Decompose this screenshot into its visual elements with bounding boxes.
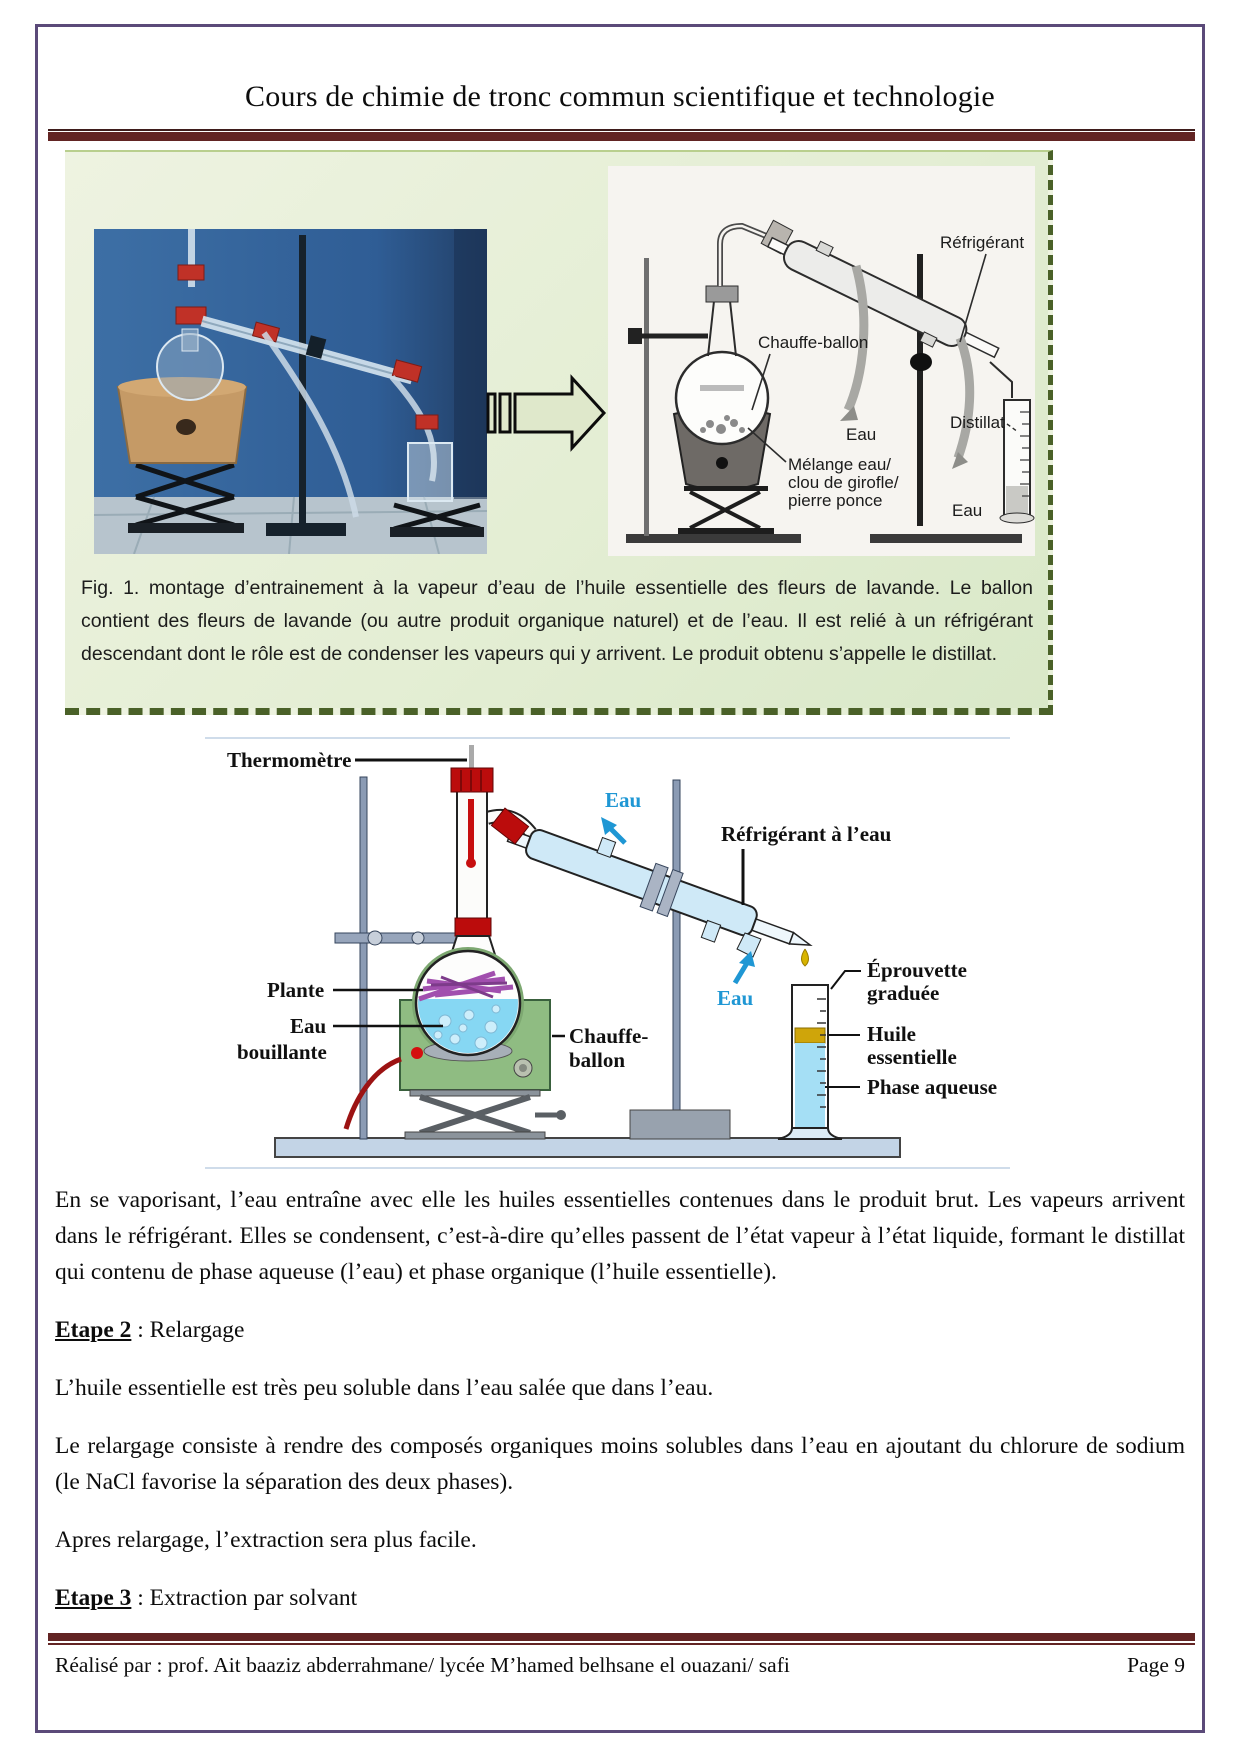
label-phase-aqueuse: Phase aqueuse (867, 1075, 997, 1099)
water-hose-out (843, 264, 869, 412)
power-cord (343, 1056, 402, 1130)
heading-etape-3: Etape 3 : Extraction par solvant (55, 1580, 1185, 1616)
round-flask (674, 350, 770, 446)
label-thermometre: Thermomètre (227, 748, 351, 772)
figure1-panel: Réfrigérant Chauffe-ballon Eau Mélange e… (65, 150, 1053, 715)
water-inlet (736, 932, 762, 958)
label-melange-2: clou de girofle/ (788, 473, 899, 492)
photo-receiver (415, 414, 439, 430)
lab-jack (689, 490, 761, 530)
thermometer-stem (469, 745, 474, 773)
paragraph-1: En se vaporisant, l’eau entraîne avec el… (55, 1187, 1185, 1285)
label-refrigerant: Réfrigérant (940, 233, 1024, 252)
label-distillat: Distillat (950, 413, 1005, 432)
label-eau-haut: Eau (605, 788, 642, 812)
water-hose-in (953, 336, 975, 460)
neck-connector (454, 917, 492, 937)
photo-lab-jack-left (135, 462, 235, 528)
label-melange-3: pierre ponce (788, 491, 883, 510)
stand-rod-right (672, 779, 681, 1139)
label-plante: Plante (267, 978, 324, 1002)
footer-credit: Réalisé par : prof. Ait baaziz abderrahm… (55, 1653, 790, 1677)
water-arrow-top (607, 825, 627, 845)
base-platform (274, 1137, 901, 1158)
figure2-diagram: Thermomètre Eau Réfrigérant à l’eau Plan… (205, 737, 1010, 1170)
figure1-caption: Fig. 1. montage d’entrainement à la vape… (81, 577, 1033, 665)
condenser-clamp (639, 862, 669, 912)
etape-2-title: Etape 2 (55, 1317, 132, 1343)
water-arrow-bottom (732, 961, 750, 985)
paragraph-2: L’huile essentielle est très peu soluble… (55, 1375, 714, 1401)
label-refrigerant: Réfrigérant à l’eau (721, 822, 892, 846)
etape-3-suffix: : Extraction par solvant (131, 1585, 358, 1611)
photo-hose (261, 331, 359, 518)
etape-2-suffix: : Relargage (131, 1317, 245, 1343)
thermometer (468, 799, 474, 859)
paragraph-3: Le relargage consiste à rendre des compo… (55, 1433, 1185, 1495)
red-connector (490, 807, 530, 845)
stand-base-block (629, 1109, 731, 1140)
stand-rod-left (644, 258, 649, 536)
label-eau-bouillante-1: Eau (290, 1014, 327, 1038)
power-light (411, 1047, 423, 1059)
label-eau-2: Eau (952, 501, 982, 520)
stand-rod-left (359, 776, 368, 1140)
label-eau-1: Eau (846, 425, 876, 444)
page-title: Cours de chimie de tronc commun scientif… (245, 80, 995, 113)
distillation-photo-illustration (93, 229, 488, 555)
footer: Réalisé par : prof. Ait baaziz abderrahm… (55, 1653, 1185, 1678)
condenser (506, 828, 813, 946)
distillate-drop (801, 948, 809, 967)
label-eprouvette-2: graduée (867, 981, 939, 1005)
aqueous-layer (795, 1043, 825, 1128)
lab-jack (409, 1089, 541, 1097)
label-chauffe-2: ballon (569, 1048, 625, 1072)
footer-rule (48, 1633, 1195, 1645)
figure1-diagram: Réfrigérant Chauffe-ballon Eau Mélange e… (608, 166, 1035, 556)
label-chauffe-1: Chauffe- (569, 1024, 648, 1048)
figure1-photo (93, 229, 488, 555)
etape-3-title: Etape 3 (55, 1585, 132, 1611)
paragraph-4: Apres relargage, l’extraction sera plus … (55, 1527, 477, 1553)
label-eprouvette-1: Éprouvette (867, 958, 967, 982)
label-eau-bas: Eau (717, 986, 754, 1010)
photo-stand-rod (299, 235, 306, 527)
heading-etape-2: Etape 2 : Relargage (55, 1312, 1185, 1348)
label-melange-1: Mélange eau/ (788, 455, 891, 474)
footer-page-number: Page 9 (1127, 1653, 1185, 1677)
title-rule (48, 129, 1195, 144)
stopper (705, 285, 739, 303)
clamp-bar (334, 932, 463, 944)
condenser (766, 236, 1000, 359)
arrow-icon (486, 374, 608, 452)
stand-rod-right (917, 254, 923, 526)
label-eau-bouillante-2: bouillante (237, 1040, 327, 1064)
label-huile-1: Huile (867, 1022, 916, 1046)
label-chauffe-ballon: Chauffe-ballon (758, 333, 868, 352)
photo-glass-tube (188, 229, 195, 287)
label-huile-2: essentielle (867, 1045, 957, 1069)
body-text: En se vaporisant, l’eau entraîne avec el… (55, 1182, 1185, 1616)
